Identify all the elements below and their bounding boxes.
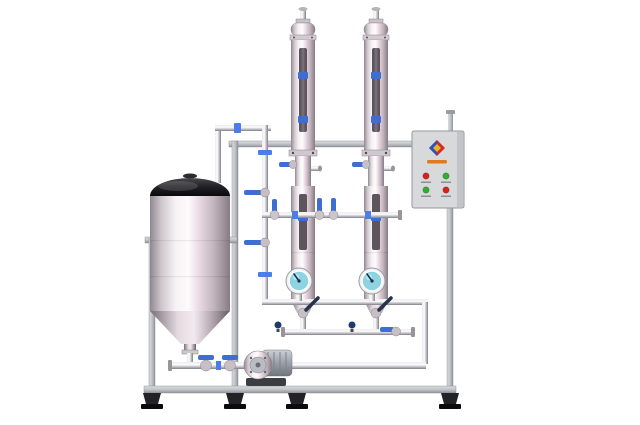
ball-valve-handle: [272, 199, 277, 213]
tri-clamp: [365, 211, 371, 219]
brand-logo-inner: [433, 144, 441, 152]
dome-highlight: [158, 181, 198, 191]
pipe-end-cap: [168, 360, 172, 371]
indicator-label: [421, 195, 431, 197]
pipe-end-cap: [281, 327, 285, 337]
indicator-light-red: [442, 186, 450, 194]
pump-bolt: [249, 370, 253, 374]
drain-manifold: drain manifold: [262, 296, 428, 364]
sample-valve-knob: [274, 321, 282, 329]
ball-valve-handle: [380, 327, 394, 332]
ball-valve-body: [200, 359, 212, 372]
pump-hub-bolt: [255, 362, 261, 368]
sample-valve-stem: [350, 329, 354, 332]
tank-outlet-stub: [184, 344, 196, 350]
pump-base: [246, 378, 286, 386]
weld-seam: [150, 276, 230, 278]
tri-clamp: [292, 211, 298, 219]
tank-riser-pipe: [215, 128, 221, 183]
ball-valve-handle: [331, 198, 336, 213]
bottom-transfer-pipe: [170, 362, 426, 369]
pipe-end-cap: [398, 210, 402, 220]
panel-side-shade: [457, 132, 463, 207]
drain-manifold-pipe: [283, 329, 413, 335]
tank-dome-lid: [150, 178, 230, 196]
feed-tank: conical feed tank: [150, 173, 230, 364]
tank-cone-bottom: [150, 311, 230, 344]
ball-valve-body: [269, 210, 280, 220]
tri-clamp: [258, 272, 272, 277]
tank-top-nozzle: [183, 173, 197, 179]
ball-valve-body: [260, 187, 270, 198]
collection-manifold-pipe: [262, 299, 428, 305]
indicator-label: [441, 195, 451, 197]
control-panel: control panel: [411, 110, 465, 209]
pump-bolt: [263, 370, 267, 374]
feed-pump: feed pump: [243, 349, 293, 386]
ball-valve-body: [328, 210, 339, 220]
pump-bolt: [249, 356, 253, 360]
indicator-light-green: [422, 186, 430, 194]
ball-valve-body: [391, 326, 401, 337]
ball-valve-handle: [198, 355, 214, 360]
ball-valve-body: [314, 210, 325, 220]
return-riser-pipe: [422, 302, 428, 364]
sample-valve-stem: [276, 329, 280, 332]
crossover-piping: [262, 198, 402, 220]
frame-bottom-rail: [143, 385, 457, 394]
indicator-light-green: [442, 172, 450, 180]
indicator-light-red: [422, 172, 430, 180]
ball-valve-body: [224, 359, 236, 372]
panel-mount-cap: [446, 110, 455, 114]
butterfly-valve-handle: [304, 296, 320, 312]
sample-valve-knob: [348, 321, 356, 329]
butterfly-valve-handle: [377, 296, 393, 312]
tank-shell: [150, 195, 230, 311]
panel-mount-stub: [448, 112, 453, 141]
tri-clamp: [216, 361, 221, 370]
ball-valve-handle: [222, 355, 238, 360]
pipe-end-cap: [411, 327, 415, 337]
brand-wordmark: [427, 160, 447, 164]
column-drain-riser: [300, 316, 306, 331]
column-drain-riser: [373, 316, 379, 331]
pump-bolt: [263, 356, 267, 360]
tri-clamp: [234, 123, 241, 133]
ball-valve-body: [260, 237, 270, 248]
tri-clamp: [258, 150, 272, 155]
top-transfer-pipe: [215, 125, 271, 131]
indicator-label: [421, 181, 431, 183]
ball-valve-handle: [244, 190, 262, 195]
indicator-label: [441, 181, 451, 183]
ball-valve-handle: [244, 240, 262, 245]
ball-valve-handle: [317, 198, 322, 213]
weld-seam: [150, 240, 230, 242]
tank-outlet-drop-pipe: [187, 353, 193, 364]
